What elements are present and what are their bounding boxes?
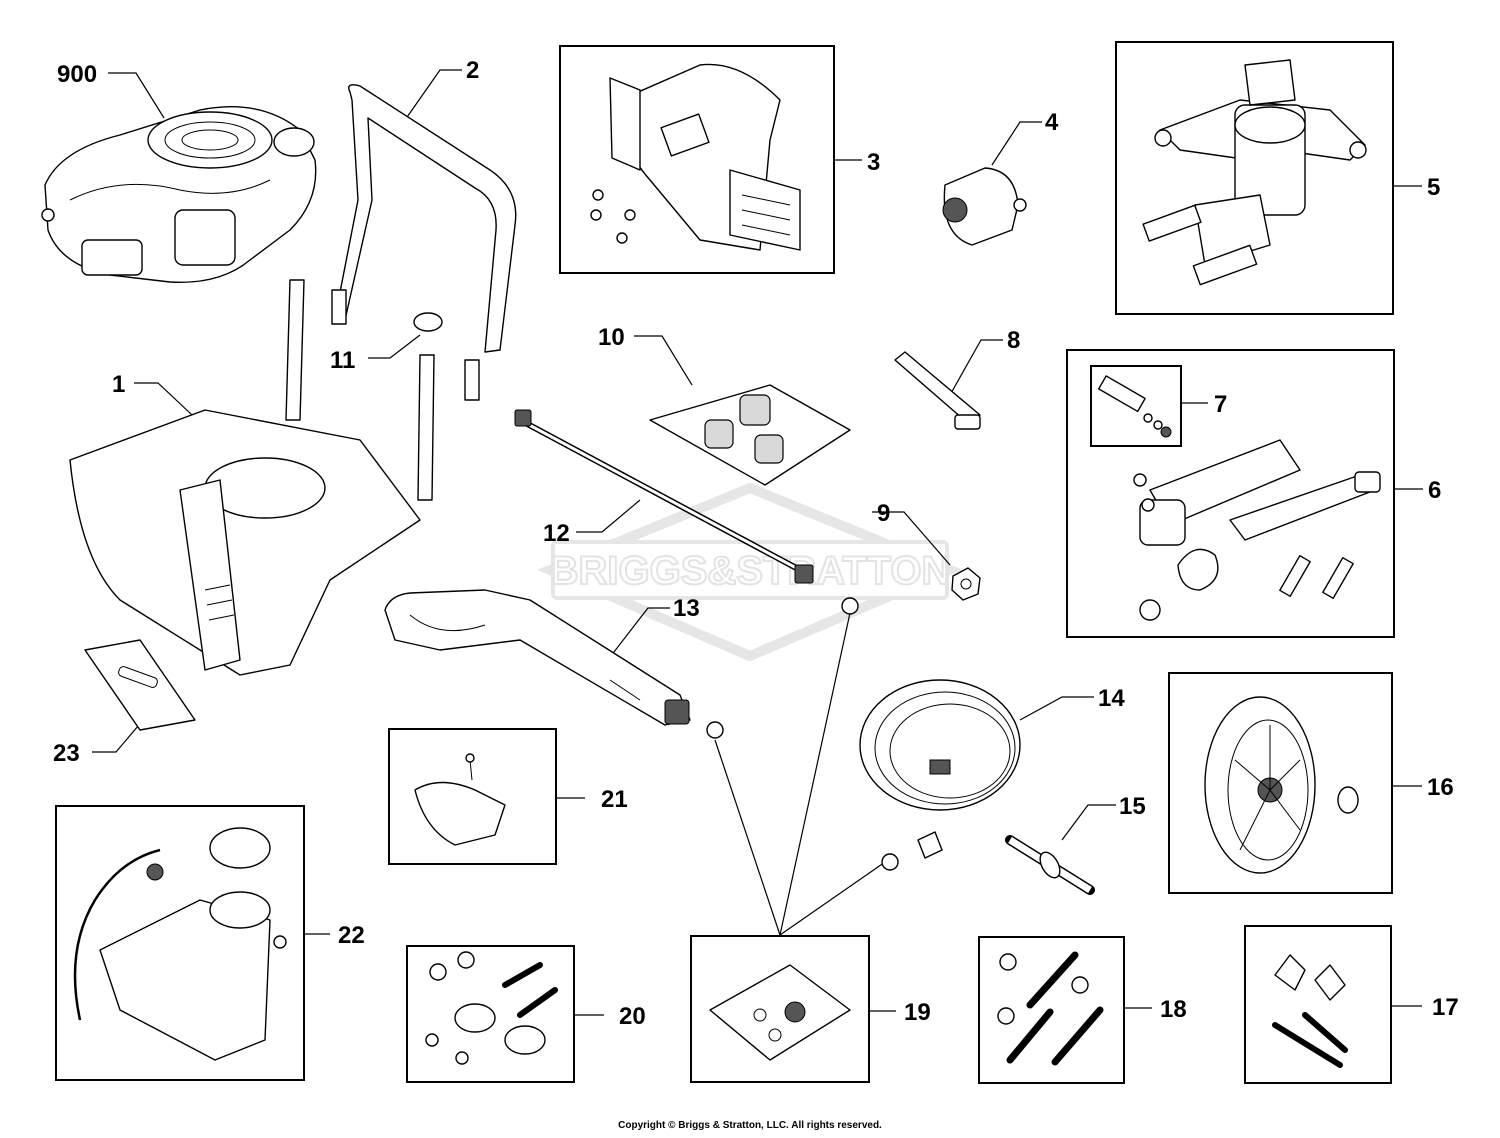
callout-8: 8 xyxy=(1007,327,1020,354)
callout-18: 18 xyxy=(1160,996,1187,1023)
nut xyxy=(951,567,981,601)
pump xyxy=(1142,59,1367,286)
callout-2: 2 xyxy=(466,57,479,84)
callout-4: 4 xyxy=(1045,109,1059,136)
box-part-22 xyxy=(55,805,305,1081)
callout-1: 1 xyxy=(112,371,125,398)
brand-watermark: BRIGGS&STRATTON xyxy=(537,482,963,662)
wheel xyxy=(1204,696,1359,874)
o-ring xyxy=(706,721,724,739)
o-ring xyxy=(841,597,859,615)
callout-6: 6 xyxy=(1428,477,1441,504)
watermark-text: BRIGGS&STRATTON xyxy=(550,549,951,593)
leader-lines xyxy=(92,69,1423,1016)
callout-14: 14 xyxy=(1098,685,1125,712)
knob-set xyxy=(1272,954,1348,1068)
mount-hardware xyxy=(425,951,558,1065)
callout-5: 5 xyxy=(1427,174,1440,201)
velcro-strap xyxy=(894,351,981,430)
callout-21: 21 xyxy=(601,786,628,813)
box-part-6 xyxy=(1066,349,1395,638)
box-part-18 xyxy=(978,936,1125,1084)
callout-15: 15 xyxy=(1119,793,1146,820)
engine xyxy=(41,106,317,284)
gun-guard xyxy=(414,753,506,846)
callout-900: 900 xyxy=(57,61,97,88)
bolt-set xyxy=(997,951,1104,1066)
callout-12: 12 xyxy=(543,520,570,547)
spray-gun xyxy=(384,589,691,726)
box-part-5 xyxy=(1115,41,1394,315)
callout-20: 20 xyxy=(619,1003,646,1030)
box-part-16 xyxy=(1168,672,1393,894)
callout-19: 19 xyxy=(904,999,931,1026)
callout-16: 16 xyxy=(1427,774,1454,801)
callout-17: 17 xyxy=(1432,994,1459,1021)
hose xyxy=(859,679,1021,859)
callout-22: 22 xyxy=(338,922,365,949)
check-valve xyxy=(1097,375,1172,438)
copyright-notice: Copyright © Briggs & Stratton, LLC. All … xyxy=(618,1120,882,1131)
control-panel xyxy=(590,63,801,251)
box-part-20 xyxy=(406,945,575,1083)
box-part-17 xyxy=(1244,925,1392,1084)
handle xyxy=(331,84,517,401)
callout-13: 13 xyxy=(673,595,700,622)
callout-10: 10 xyxy=(598,324,625,351)
callout-23: 23 xyxy=(53,740,80,767)
repair-kit xyxy=(709,964,851,1061)
callout-9: 9 xyxy=(877,500,890,527)
callout-11: 11 xyxy=(330,347,355,374)
tube-cap xyxy=(413,312,443,332)
callout-7: 7 xyxy=(1214,391,1227,418)
label-plate xyxy=(84,639,196,731)
frame xyxy=(69,279,435,676)
box-part-7 xyxy=(1090,365,1182,447)
fuel-tank xyxy=(73,827,287,1061)
o-ring xyxy=(881,853,899,871)
box-part-21 xyxy=(388,728,557,865)
callout-labels: 900 1 2 3 4 5 6 7 8 9 10 11 12 13 14 15 … xyxy=(53,57,1459,1030)
quick-connect-bag xyxy=(649,384,851,486)
manifold-assembly xyxy=(1133,439,1381,621)
spray-lance xyxy=(514,409,814,584)
box-part-19 xyxy=(690,935,870,1083)
callout-3: 3 xyxy=(867,149,880,176)
nozzle-selector xyxy=(942,167,1027,246)
axle xyxy=(1005,835,1095,895)
